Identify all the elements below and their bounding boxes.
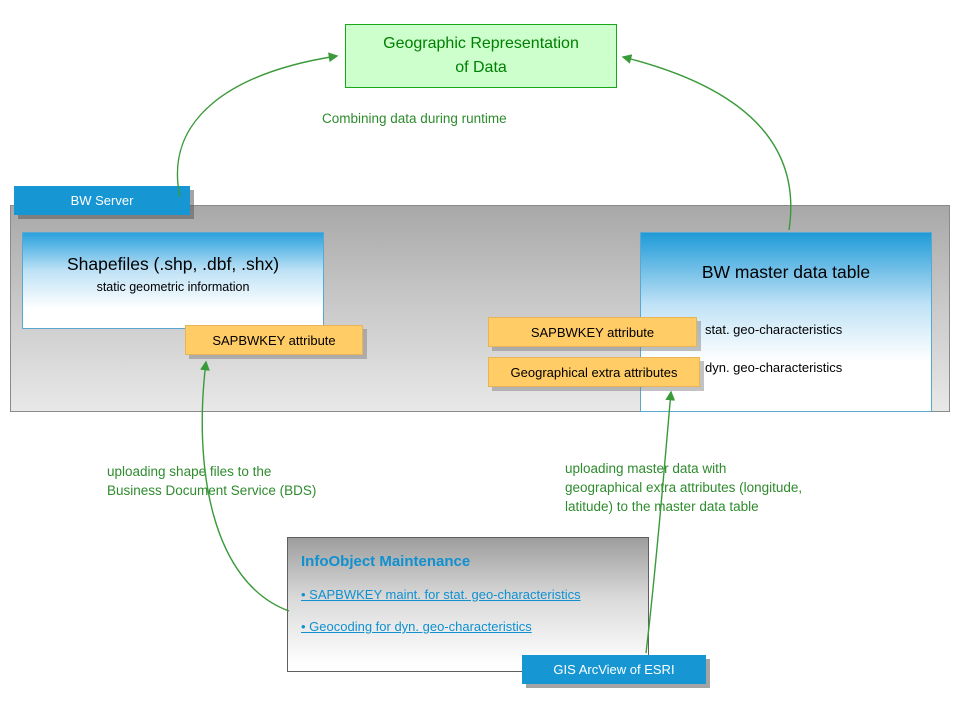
- arrow-gis-to-geoextra: [645, 390, 676, 654]
- shapefiles-box: Shapefiles (.shp, .dbf, .shx) static geo…: [22, 232, 324, 329]
- infoobject-bullet-geocoding: • Geocoding for dyn. geo-characteristics: [301, 619, 532, 634]
- upload-master-data-note-line2: geographical extra attributes (longitude…: [565, 480, 803, 495]
- combining-runtime-label: Combining data during runtime: [322, 111, 507, 126]
- geo-box-line2: of Data: [455, 59, 507, 76]
- master-table-title: BW master data table: [701, 262, 871, 282]
- arrow-bwserver-to-geographic: [176, 52, 339, 198]
- gis-arcview-label-plate: GIS ArcView of ESRI: [522, 655, 706, 684]
- upload-shapefiles-note-line1: uploading shape files to the: [107, 464, 272, 479]
- geographic-representation-box: Geographic Representation of Data: [345, 24, 617, 88]
- geographical-extra-attributes-tag: Geographical extra attributes: [488, 357, 700, 387]
- sapbwkey-left-label: SAPBWKEY attribute: [212, 332, 336, 348]
- gis-arcview-label: GIS ArcView of ESRI: [553, 662, 675, 677]
- infoobject-bullet-sapbwkey: • SAPBWKEY maint. for stat. geo-characte…: [301, 587, 581, 602]
- bw-server-label-plate: BW Server: [14, 186, 190, 215]
- stat-geo-characteristics-label: stat. geo-characteristics: [705, 322, 843, 337]
- dyn-geo-characteristics-label: dyn. geo-characteristics: [705, 360, 843, 375]
- geo-extra-label: Geographical extra attributes: [510, 364, 678, 380]
- infoobject-maintenance-box: InfoObject Maintenance • SAPBWKEY maint.…: [287, 537, 649, 672]
- infoobject-title: InfoObject Maintenance: [301, 553, 471, 570]
- upload-shapefiles-note-line2: Business Document Service (BDS): [107, 483, 317, 498]
- upload-master-data-note: uploading master data with geographical …: [565, 459, 802, 516]
- upload-master-data-note-line1: uploading master data with: [565, 461, 727, 476]
- sapbwkey-attribute-tag-left: SAPBWKEY attribute: [185, 325, 363, 355]
- sapbwkey-attribute-tag-right: SAPBWKEY attribute: [488, 317, 697, 347]
- shapefiles-title: Shapefiles (.shp, .dbf, .shx): [66, 254, 280, 274]
- geo-box-line1: Geographic Representation: [383, 35, 579, 52]
- shapefiles-subtitle: static geometric information: [96, 280, 250, 294]
- bw-server-label: BW Server: [70, 193, 134, 208]
- upload-shapefiles-note: uploading shape files to the Business Do…: [107, 462, 316, 500]
- sapbwkey-right-label: SAPBWKEY attribute: [530, 324, 655, 340]
- upload-master-data-note-line3: latitude) to the master data table: [565, 499, 759, 514]
